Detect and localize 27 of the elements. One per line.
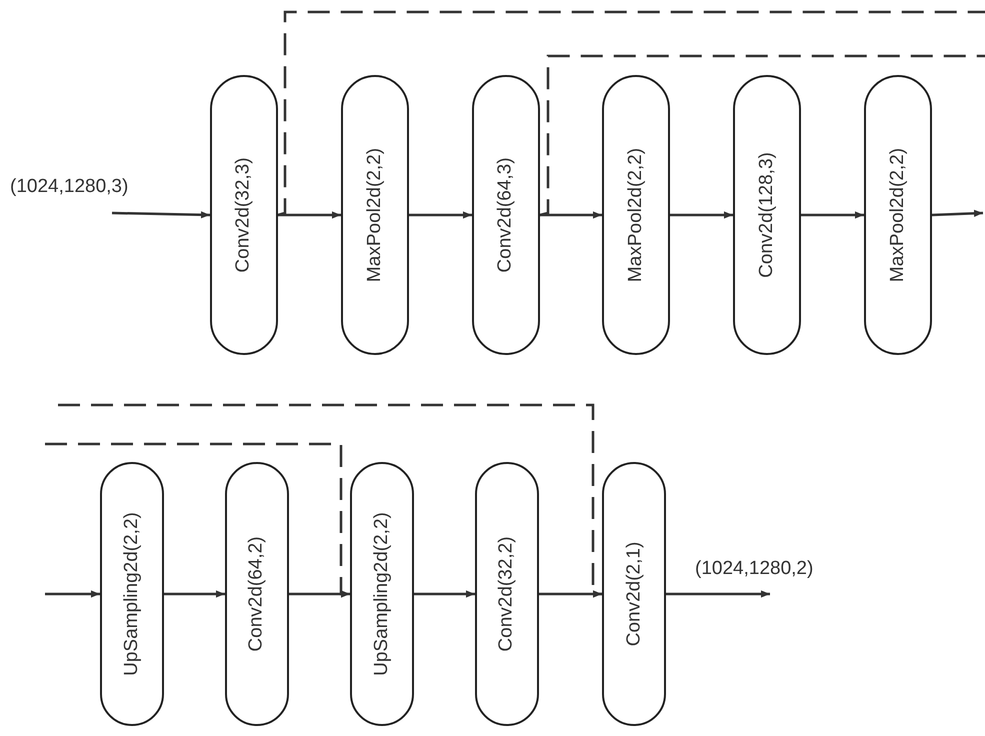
arrow xyxy=(666,590,770,598)
layer-name: UpSampling2d(2,2) xyxy=(121,512,143,676)
layer-name: MaxPool2d(2,2) xyxy=(364,148,386,282)
layer-name: MaxPool2d(2,2) xyxy=(625,148,647,282)
tensor-shape-label: (1024,1280,3) xyxy=(8,176,130,198)
layer-name: Conv2d(128,3) xyxy=(756,152,778,278)
arrow xyxy=(801,211,864,219)
arrow xyxy=(112,211,210,218)
layer-name: Conv2d(32,2) xyxy=(496,536,518,652)
skip-connection-arrow xyxy=(45,442,350,598)
layer-name: Conv2d(32,3) xyxy=(233,157,255,273)
layer-name: Conv2d(2,1) xyxy=(623,542,645,646)
arrow xyxy=(414,590,475,598)
skip-connection-arrow xyxy=(58,404,602,598)
tensor-shape-label: (1024,1280,2) xyxy=(693,558,816,580)
arrow xyxy=(278,211,341,219)
arrow xyxy=(45,590,100,598)
layer-name: Conv2d(64,3) xyxy=(495,157,517,273)
layer-name: MaxPool2d(2,2) xyxy=(887,148,909,282)
arrow xyxy=(289,590,350,598)
arrow xyxy=(164,590,225,598)
arrow xyxy=(409,211,472,219)
arrow xyxy=(670,211,733,219)
layer-name: UpSampling2d(2,2) xyxy=(371,512,393,676)
arrow xyxy=(540,211,602,219)
layer-name: Conv2d(64,2) xyxy=(246,536,268,652)
arrow xyxy=(932,210,984,217)
